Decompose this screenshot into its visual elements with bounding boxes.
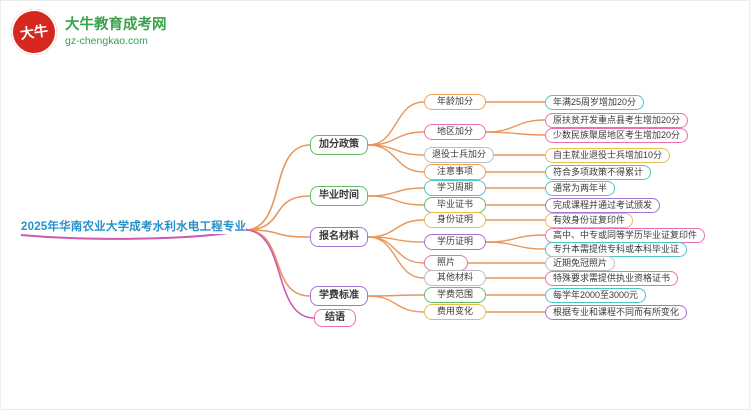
detail-fee-varies: 根据专业和课程不同而有所变化 (545, 305, 688, 320)
seal-text: 大牛 (19, 22, 49, 42)
detail-no-stacking: 符合多项政策不得累计 (545, 165, 652, 180)
logo-text: 大牛教育成考网 gz-chengkao.com (65, 16, 167, 48)
detail-recent-photo: 近期免冠照片 (545, 256, 616, 271)
topic-study-period: 学习周期 (424, 180, 486, 196)
bull-seal-icon: 大牛 (8, 6, 60, 58)
detail-certificate-issued: 完成课程并通过考试颁发 (545, 198, 661, 213)
detail-veteran-plus-10: 自主就业退役士兵增加10分 (545, 148, 671, 163)
root-topic: 2025年华南农业大学成考水利水电工程专业 (21, 218, 247, 234)
detail-minority-area-plus-20: 少数民族聚居地区考生增加20分 (545, 128, 689, 143)
topic-identity-proof: 身份证明 (424, 212, 486, 228)
topic-notes: 注意事项 (424, 164, 486, 180)
topic-region-bonus: 地区加分 (424, 124, 486, 140)
topic-tuition-range: 学费范围 (424, 287, 486, 303)
detail-diploma-copy: 高中、中专或同等学历毕业证复印件 (545, 228, 706, 243)
topic-fee-variation: 费用变化 (424, 304, 486, 320)
site-name: 大牛教育成考网 (65, 17, 167, 33)
topic-education-proof: 学历证明 (424, 234, 486, 250)
branch-application-materials: 报名材料 (310, 227, 368, 247)
detail-qualification-cert: 特殊要求需提供执业资格证书 (545, 271, 679, 286)
branch-graduation-time: 毕业时间 (310, 186, 368, 206)
branch-conclusion: 结语 (314, 309, 356, 327)
detail-id-copy: 有效身份证复印件 (545, 213, 634, 228)
detail-poverty-county-plus-20: 原扶贫开发重点县考生增加20分 (545, 113, 689, 128)
site-logo: 大牛 大牛教育成考网 gz-chengkao.com (8, 6, 167, 58)
topic-diploma: 毕业证书 (424, 197, 486, 213)
detail-tuition-2000-3000: 每学年2000至3000元 (545, 288, 647, 303)
detail-two-half-years: 通常为两年半 (545, 181, 616, 196)
site-domain: gz-chengkao.com (65, 35, 148, 47)
topic-photo: 照片 (424, 255, 468, 271)
branch-tuition-standard: 学费标准 (310, 286, 368, 306)
detail-upgrade-diploma: 专升本需提供专科或本科毕业证 (545, 242, 688, 257)
topic-veteran-bonus: 退役士兵加分 (424, 147, 494, 163)
branch-bonus-policy: 加分政策 (310, 135, 368, 155)
topic-other-materials: 其他材料 (424, 270, 486, 286)
detail-age-25-plus-20: 年满25周岁增加20分 (545, 95, 645, 110)
topic-age-bonus: 年龄加分 (424, 94, 486, 110)
